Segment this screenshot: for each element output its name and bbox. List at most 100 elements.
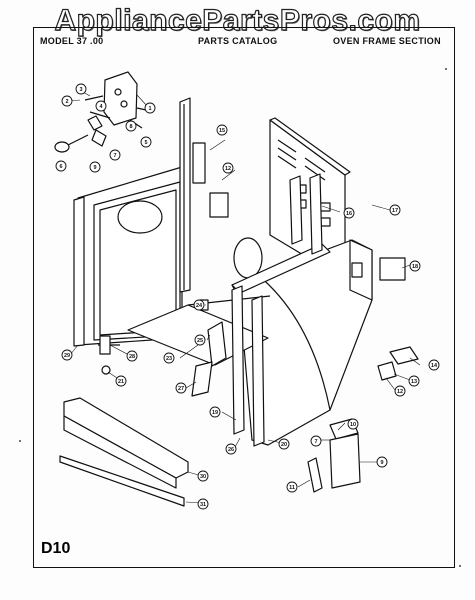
callout-number: 19 [212, 410, 218, 416]
diagram-frame [33, 27, 455, 568]
callout-circle [193, 299, 205, 311]
callout-circle [109, 149, 121, 161]
callout-number: 9 [93, 165, 96, 171]
callout-circle [75, 83, 87, 95]
callout-circle [55, 160, 67, 172]
callout-23: 23 [163, 352, 175, 364]
callout-circle [197, 470, 209, 482]
kick-panel [59, 397, 189, 507]
callout-circle [409, 260, 421, 272]
callout-circle [278, 438, 290, 450]
callout-21: 21 [115, 375, 127, 387]
callout-circle [115, 375, 127, 387]
callout-30: 30 [197, 470, 209, 482]
callout-circle [144, 102, 156, 114]
callout-circle [209, 406, 221, 418]
callout-7: 7 [310, 435, 322, 447]
callout-number: 11 [289, 485, 295, 491]
callout-circle [225, 443, 237, 455]
callout-number: 5 [144, 140, 147, 146]
callout-circle [389, 204, 401, 216]
callout-13: 13 [408, 375, 420, 387]
parts-catalog-label: PARTS CATALOG [198, 36, 278, 46]
callout-circle [428, 359, 440, 371]
callout-number: 6 [59, 164, 62, 170]
callout-number: 8 [129, 124, 132, 130]
callout-9: 9 [89, 161, 101, 173]
callout-circle [61, 95, 73, 107]
callout-27: 27 [175, 382, 187, 394]
callout-number: 28 [129, 354, 135, 360]
callout-circle [310, 435, 322, 447]
callout-number: 30 [200, 474, 206, 480]
callout-number: 3 [79, 87, 82, 93]
callout-number: 1 [148, 106, 151, 112]
callout-circle [408, 375, 420, 387]
callout-number: 23 [166, 356, 172, 362]
hinge-parts [101, 346, 419, 493]
callout-circle [394, 385, 406, 397]
callout-number: 14 [431, 363, 438, 369]
mid-brackets [191, 142, 406, 397]
callout-25: 25 [194, 334, 206, 346]
callout-14: 14 [428, 359, 440, 371]
callout-17: 17 [389, 204, 401, 216]
callout-3: 3 [75, 83, 87, 95]
callout-24: 24 [193, 299, 205, 311]
callout-circle [95, 100, 107, 112]
callout-circle [197, 498, 209, 510]
callout-5: 5 [140, 136, 152, 148]
callout-number: 2 [65, 99, 68, 105]
callout-number: 16 [346, 211, 352, 217]
callout-number: 29 [64, 353, 70, 359]
callout-number: 21 [118, 379, 124, 385]
callout-circle [140, 136, 152, 148]
callout-circle [347, 418, 359, 430]
scan-speck [459, 565, 461, 567]
callout-9: 9 [376, 456, 388, 468]
section-title: OVEN FRAME SECTION [333, 36, 441, 46]
callout-16: 16 [343, 207, 355, 219]
callout-number: 31 [200, 502, 206, 508]
callout-number: 12 [397, 389, 403, 395]
callout-number: 15 [219, 128, 225, 134]
callout-circle [222, 162, 234, 174]
callout-12: 12 [222, 162, 234, 174]
callout-number: 20 [281, 442, 287, 448]
callout-number: 7 [113, 153, 116, 159]
top-cross-rail [231, 173, 331, 294]
callout-12: 12 [394, 385, 406, 397]
callout-circle [89, 161, 101, 173]
right-side-panel [231, 237, 373, 446]
callout-2: 2 [61, 95, 73, 107]
callout-1: 1 [144, 102, 156, 114]
callout-29: 29 [61, 349, 73, 361]
callout-number: 4 [99, 104, 103, 110]
callout-circle [194, 334, 206, 346]
callout-circle [163, 352, 175, 364]
callout-31: 31 [197, 498, 209, 510]
scan-speck [445, 68, 447, 70]
callout-15: 15 [216, 124, 228, 136]
callout-8: 8 [125, 120, 137, 132]
callout-circle [125, 120, 137, 132]
callout-number: 10 [350, 422, 356, 428]
callout-18: 18 [409, 260, 421, 272]
callout-number: 13 [411, 379, 417, 385]
page-code: D10 [41, 540, 71, 557]
left-door-frame [73, 166, 183, 355]
callout-number: 7 [314, 439, 317, 445]
callout-number: 18 [412, 264, 418, 270]
callout-circle [175, 382, 187, 394]
callout-7: 7 [109, 149, 121, 161]
callout-circle [343, 207, 355, 219]
callout-10: 10 [347, 418, 359, 430]
right-front-post [231, 285, 265, 447]
model-number-label: MODEL 37 .00 [40, 36, 104, 46]
callout-number: 25 [197, 338, 203, 344]
callout-circle [61, 349, 73, 361]
scan-speck [19, 440, 21, 442]
